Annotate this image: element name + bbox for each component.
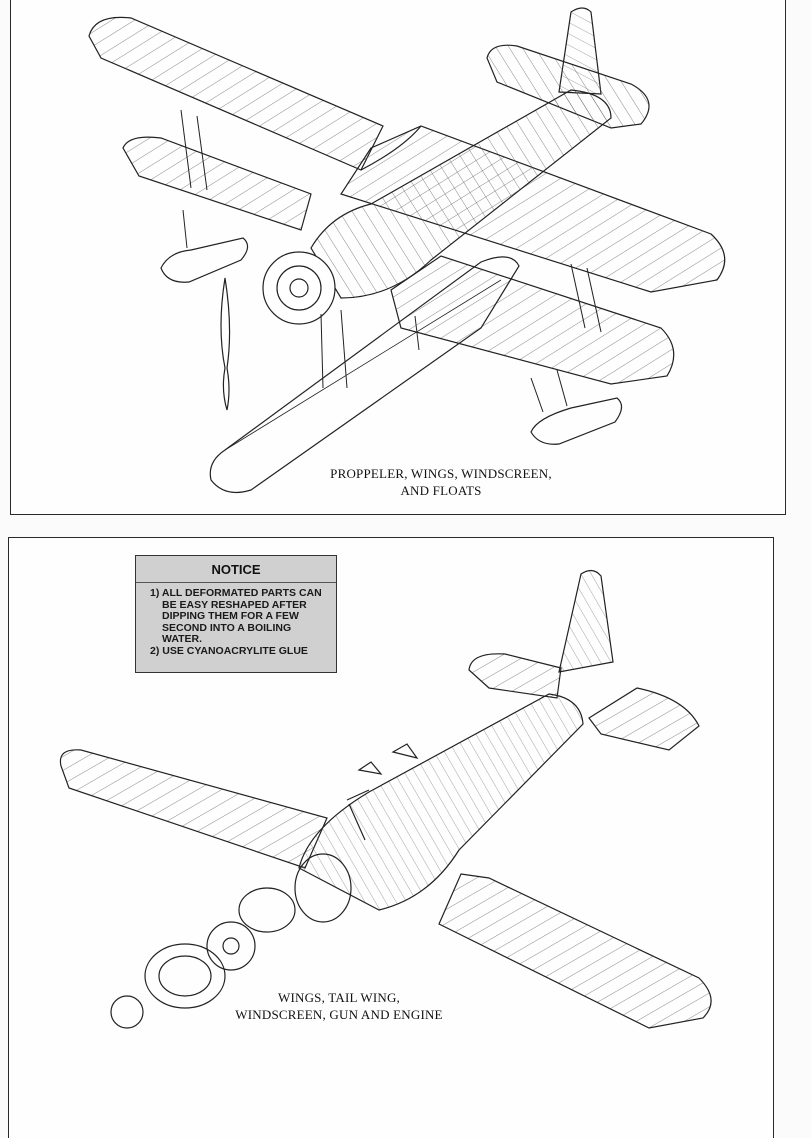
notice-line: WATER. [162,633,203,646]
biplane-floats-diagram [88,7,726,493]
notice-line: 1) ALL DEFORMATED PARTS CAN [150,587,322,599]
caption-line: WINDSCREEN, GUN AND ENGINE [235,1007,443,1022]
radial-engine [206,921,256,971]
biplane-engine-diagram [59,569,712,1029]
lower-wing-right [390,255,675,385]
propeller [220,277,231,411]
caption-engine: WINGS, TAIL WING, WINDSCREEN, GUN AND EN… [209,989,469,1023]
propeller-hub [110,995,144,1029]
wing-float [530,397,623,445]
caption-line: PROPPELER, WINGS, WINDSCREEN, [330,466,552,481]
notice-text: 1) ALL DEFORMATED PARTS CAN BE EASY RESH… [150,587,330,658]
notice-line: 2) USE CYANOACRYLITE GLUE [150,644,308,657]
main-float [209,256,520,493]
tail-fin [558,569,614,673]
right-tail-plane [588,687,700,751]
caption-line: WINGS, TAIL WING, [278,990,400,1005]
notice-divider [136,582,336,583]
windscreen-1 [357,761,383,775]
fuselage [310,89,612,299]
notice-box: NOTICE 1) ALL DEFORMATED PARTS CAN BE EA… [135,555,337,673]
engine-cowl [294,853,352,923]
notice-line: DIPPING THEM FOR A FEW [162,610,299,623]
right-wing [438,873,712,1029]
gun [346,789,370,801]
engine-cowl [262,251,336,325]
caption-line: AND FLOATS [400,483,482,498]
notice-line: SECOND INTO A BOILING [162,621,292,634]
fuselage [298,693,584,911]
windscreen-2 [391,743,419,759]
lower-wing-left [122,136,312,231]
left-wing [59,749,328,869]
engine-ring [144,943,226,1009]
instruction-sheet-engine: NOTICE 1) ALL DEFORMATED PARTS CAN BE EA… [8,537,774,1138]
notice-title: NOTICE [211,562,261,577]
caption-floats: PROPPELER, WINGS, WINDSCREEN, AND FLOATS [311,465,571,499]
instruction-sheet-floats: PROPPELER, WINGS, WINDSCREEN, AND FLOATS [10,0,786,515]
small-float-left [160,237,249,283]
notice-line: BE EASY RESHAPED AFTER [162,598,307,611]
left-tail-plane [468,653,562,699]
